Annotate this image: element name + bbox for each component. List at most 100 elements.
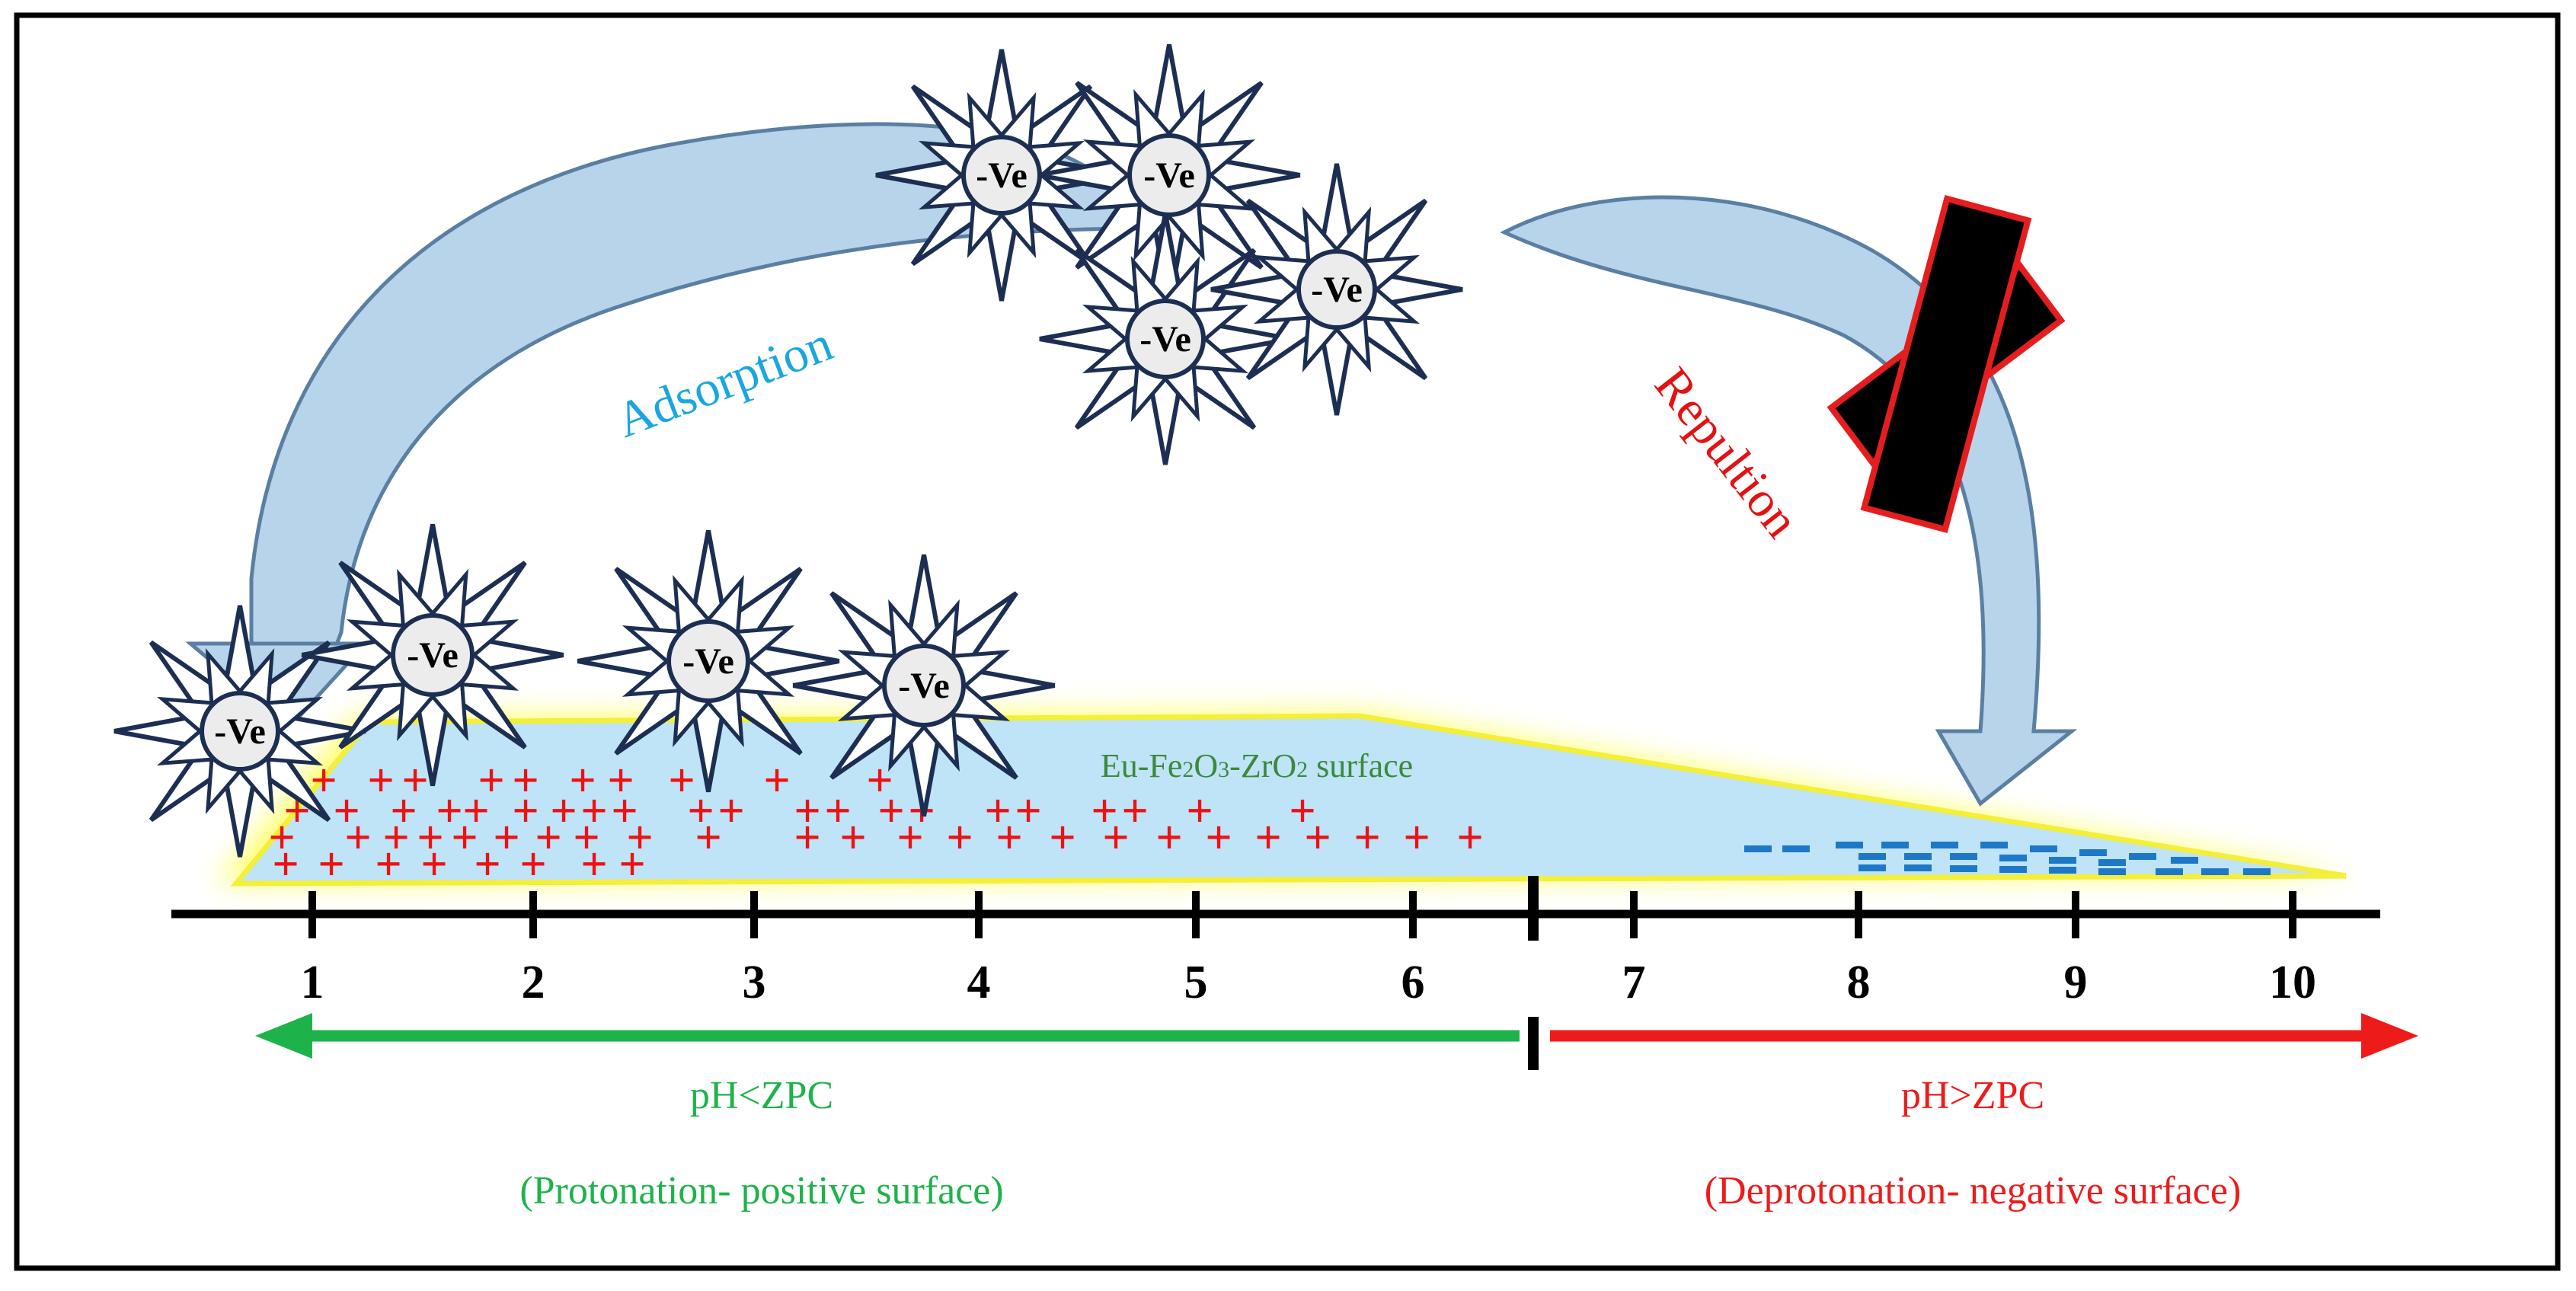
negative-ion: -Ve — [1039, 213, 1292, 465]
positive-charge: + — [1015, 785, 1041, 837]
positive-charge: + — [1102, 812, 1129, 864]
positive-charge: + — [436, 785, 462, 837]
negative-charge — [1931, 842, 1958, 848]
positive-charge: + — [451, 812, 478, 864]
positive-charge: + — [580, 785, 607, 837]
positive-charge: + — [333, 785, 360, 837]
positive-charge: + — [1304, 812, 1331, 864]
positive-charge: + — [996, 812, 1022, 864]
positive-charge: + — [1121, 785, 1148, 837]
positive-charge: + — [519, 839, 546, 890]
negative-charge — [2201, 868, 2229, 875]
negative-charge — [1950, 853, 1977, 860]
negative-ion: -Ve — [301, 523, 564, 787]
positive-charge: + — [763, 755, 790, 807]
negative-charge — [1836, 842, 1863, 848]
positive-charge: + — [1254, 812, 1281, 864]
zone-acidic-arrowhead — [255, 1013, 312, 1059]
negative-charge — [1858, 864, 1886, 871]
positive-charge: + — [318, 839, 344, 890]
negative-ion: -Ve — [792, 554, 1056, 817]
negative-charge — [2030, 845, 2057, 852]
positive-charge: + — [611, 785, 638, 837]
zone-basic-label: pH>ZPC — [1901, 1074, 2044, 1117]
positive-charge: + — [462, 785, 489, 837]
negative-charge — [1904, 864, 1932, 871]
positive-charge: + — [573, 812, 599, 864]
negative-charge — [1999, 855, 2027, 861]
positive-charge: + — [1091, 785, 1117, 837]
positive-charge: + — [1155, 812, 1182, 864]
ph-tick-label: 8 — [1847, 957, 1871, 1008]
positive-charge: + — [668, 755, 695, 807]
negative-charge — [2098, 868, 2126, 875]
positive-charge: + — [866, 755, 893, 807]
positive-charge: + — [478, 755, 504, 807]
negative-charge — [2098, 859, 2126, 866]
positive-charge: + — [390, 785, 417, 837]
positive-charge: + — [1354, 812, 1380, 864]
positive-charge: + — [1456, 812, 1483, 864]
negative-charge — [1904, 853, 1932, 860]
positive-charge: + — [877, 785, 904, 837]
adsorption-arrow-shape — [249, 122, 1150, 692]
positive-charge: + — [512, 785, 539, 837]
negative-charge — [2243, 868, 2271, 875]
positive-charge: + — [896, 812, 923, 864]
negative-ion-label: -Ve — [1311, 270, 1363, 310]
positive-charge: + — [417, 812, 443, 864]
ph-tick-label: 4 — [967, 957, 991, 1008]
ph-tick-label: 1 — [301, 957, 324, 1008]
negative-ion-label: -Ve — [407, 635, 459, 676]
negative-charge — [1980, 842, 2008, 848]
positive-charge: + — [474, 839, 500, 890]
positive-charge: + — [687, 785, 714, 837]
positive-charge: + — [580, 839, 607, 890]
ph-tick-label: 7 — [1622, 957, 1646, 1008]
negative-charge — [2156, 868, 2183, 875]
negative-ion: -Ve — [113, 605, 366, 858]
positive-charge: + — [535, 812, 561, 864]
negative-charge — [2129, 853, 2156, 860]
negative-ion-label: -Ve — [898, 666, 950, 706]
positive-charge: + — [367, 755, 394, 807]
negative-charge — [1744, 845, 1772, 852]
zone-acidic-description: (Protonation- positive surface) — [519, 1169, 1003, 1213]
surface-label: Eu-Fe2O3-ZrO2 surface — [1101, 747, 1413, 785]
positive-charge: + — [984, 785, 1011, 837]
zone-basic-description: (Deprotonation- negative surface) — [1705, 1169, 2242, 1213]
negative-ion-label: -Ve — [1139, 319, 1191, 359]
negative-charge — [2049, 867, 2076, 874]
positive-charge: + — [1289, 785, 1315, 837]
negative-ion-label: -Ve — [682, 641, 734, 682]
negative-charge — [2079, 849, 2107, 856]
zone-acidic: pH<ZPC (Protonation- positive surface) — [255, 1013, 1520, 1213]
positive-charge: + — [382, 812, 409, 864]
positive-charge: + — [420, 839, 447, 890]
zone-basic: pH>ZPC (Deprotonation- negative surface) — [1550, 1013, 2418, 1213]
negative-charge — [1881, 842, 1909, 848]
ph-tick-label: 2 — [522, 957, 545, 1008]
negative-ion-label: -Ve — [1143, 155, 1195, 196]
positive-charge: + — [493, 812, 519, 864]
positive-charge: + — [718, 785, 744, 837]
negative-charge — [1782, 845, 1810, 852]
negative-charge — [1858, 853, 1886, 860]
zone-acidic-label: pH<ZPC — [690, 1074, 833, 1117]
negative-charge — [2171, 857, 2198, 864]
negative-charge — [1950, 865, 1977, 872]
negative-ion-label: -Ve — [976, 155, 1028, 196]
positive-charge: + — [794, 785, 820, 837]
positive-charge: + — [695, 812, 721, 864]
positive-charge: + — [550, 785, 577, 837]
negative-ion: -Ve — [1210, 163, 1463, 416]
positive-charge: + — [1205, 812, 1232, 864]
positive-charge: + — [272, 839, 299, 890]
surface-body — [230, 713, 2347, 887]
positive-charge: + — [946, 812, 973, 864]
negative-ion-label: -Ve — [214, 711, 266, 752]
positive-charge: + — [401, 755, 428, 807]
